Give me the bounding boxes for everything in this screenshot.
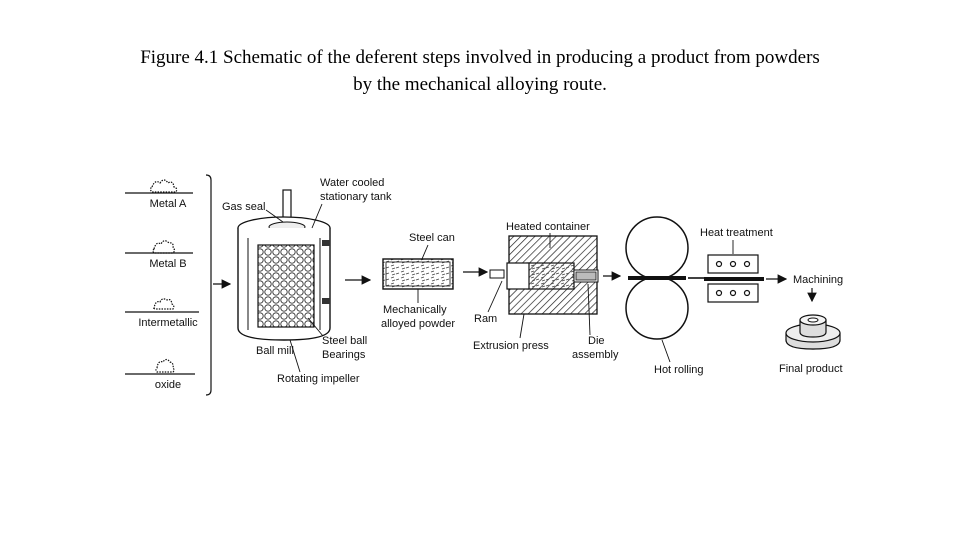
steel-balls	[257, 244, 315, 328]
oxide-icon	[155, 358, 175, 373]
extrusion-press: Heated container Ram Extrusion press Die…	[473, 221, 622, 361]
label-die-2: assembly	[572, 349, 619, 361]
label-die-1: Die	[588, 335, 605, 347]
label-ball-mill: Ball mill	[256, 345, 294, 357]
steel-can: Steel can Mechanically alloyed powder	[381, 232, 489, 330]
label-hot-rolling: Hot rolling	[654, 364, 704, 376]
ram-block	[506, 262, 530, 290]
label-machining: Machining	[793, 274, 843, 286]
upper-roll	[625, 216, 689, 280]
ram-icon	[489, 269, 505, 279]
powder-bracket	[205, 174, 212, 396]
hot-rolling: Hot rolling	[625, 216, 704, 376]
final-product: Machining Final product	[779, 274, 843, 375]
metal-b-icon	[152, 240, 176, 254]
label-intermetallic: Intermetallic	[138, 317, 198, 329]
rolled-strip	[628, 276, 686, 280]
figure-caption: Figure 4.1 Schematic of the deferent ste…	[0, 44, 960, 98]
powder-column: Metal A Metal B Intermetallic oxide	[125, 174, 232, 396]
label-water-cooled-2: stationary tank	[320, 191, 392, 203]
billet	[526, 262, 575, 290]
label-oxide: oxide	[155, 379, 181, 391]
heat-treatment: Heat treatment	[700, 227, 788, 303]
intermetallic-icon	[153, 298, 175, 311]
label-ram: Ram	[474, 313, 497, 325]
caption-line-2: by the mechanical alloying route.	[353, 74, 607, 95]
label-powder-1: Mechanically	[383, 304, 447, 316]
water-outlet	[322, 298, 330, 304]
label-metal-b: Metal B	[149, 258, 186, 270]
label-powder-2: alloyed powder	[381, 318, 455, 330]
label-heated-container: Heated container	[506, 221, 590, 233]
lower-roll	[625, 276, 689, 340]
water-inlet	[322, 240, 330, 246]
label-steel-can: Steel can	[409, 232, 455, 244]
label-rotating-impeller: Rotating impeller	[277, 373, 360, 385]
label-final-product: Final product	[779, 363, 843, 375]
label-gas-seal: Gas seal	[222, 201, 265, 213]
label-steel-ball-1: Steel ball	[322, 335, 367, 347]
label-water-cooled-1: Water cooled	[320, 177, 384, 189]
ball-mill: Gas seal Water cooled stationary tank Ba…	[222, 177, 392, 385]
caption-line-1: Figure 4.1 Schematic of the deferent ste…	[140, 47, 820, 68]
metal-a-icon	[149, 179, 178, 193]
label-extrusion-press: Extrusion press	[473, 340, 549, 352]
label-metal-a: Metal A	[150, 198, 187, 210]
label-steel-ball-2: Bearings	[322, 349, 366, 361]
label-heat-treatment: Heat treatment	[700, 227, 773, 239]
